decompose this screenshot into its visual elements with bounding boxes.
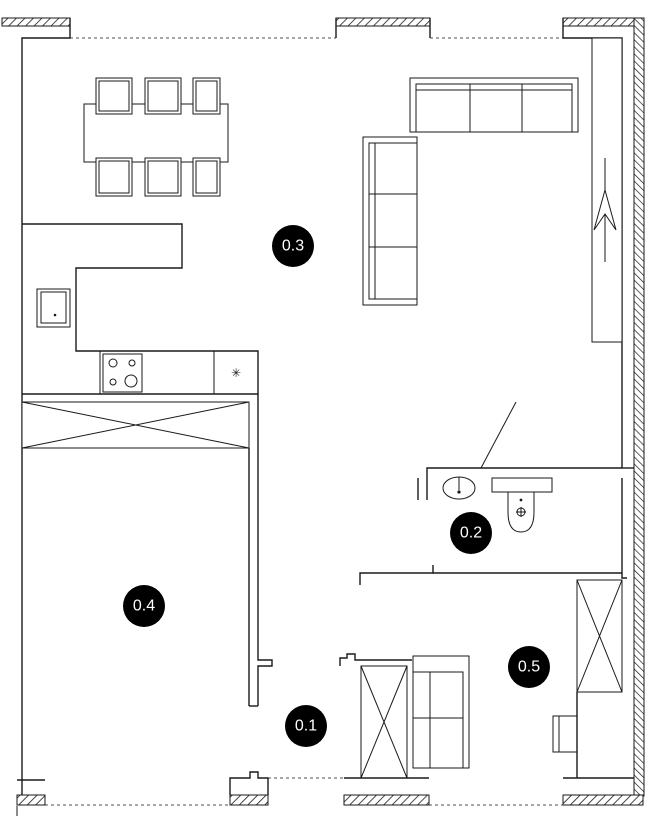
top-wall-segment <box>335 17 431 27</box>
chair <box>144 77 182 115</box>
kitchen: ✳ <box>22 223 259 395</box>
bedroom <box>21 394 273 707</box>
chair <box>192 77 221 115</box>
room-label: 0.3 <box>282 238 304 255</box>
exterior-walls <box>1 17 645 806</box>
wardrobe-room <box>552 579 634 779</box>
small-sofa <box>412 655 470 769</box>
sofa-left <box>362 136 418 306</box>
top-wall-segment <box>562 17 641 27</box>
bottom-wall-segment <box>16 794 46 806</box>
room-badge-entry: 0.1 <box>285 705 327 747</box>
sofa-top <box>409 77 579 133</box>
kitchen-counter <box>22 223 259 395</box>
right-wall <box>633 17 645 797</box>
tv-unit <box>591 37 623 343</box>
room-badge-living: 0.3 <box>272 225 314 267</box>
desk-chair <box>552 715 578 753</box>
cooktop <box>102 353 143 393</box>
chair <box>95 157 133 197</box>
toilet-tank <box>491 477 553 493</box>
room-label: 0.1 <box>295 718 317 735</box>
bottom-wall-segment <box>343 794 430 806</box>
bottom-wall-segment <box>229 794 269 806</box>
chair <box>192 157 221 197</box>
dining-set <box>83 77 229 197</box>
room-label: 0.4 <box>133 598 155 615</box>
room-label: 0.5 <box>518 659 540 676</box>
bottom-wall-segment <box>562 794 644 806</box>
chair <box>144 157 182 197</box>
top-wall-segment <box>1 17 71 27</box>
fridge-icon: ✳ <box>231 366 241 380</box>
entry <box>229 653 429 795</box>
room-label: 0.2 <box>460 525 482 542</box>
chair <box>95 77 133 115</box>
windows <box>45 37 563 806</box>
tv-icon <box>593 188 617 231</box>
room-badge-wardrobe: 0.5 <box>508 646 550 688</box>
bathroom <box>359 401 627 585</box>
room-badge-bathroom: 0.2 <box>450 512 492 554</box>
room-badge-bedroom: 0.4 <box>123 585 165 627</box>
